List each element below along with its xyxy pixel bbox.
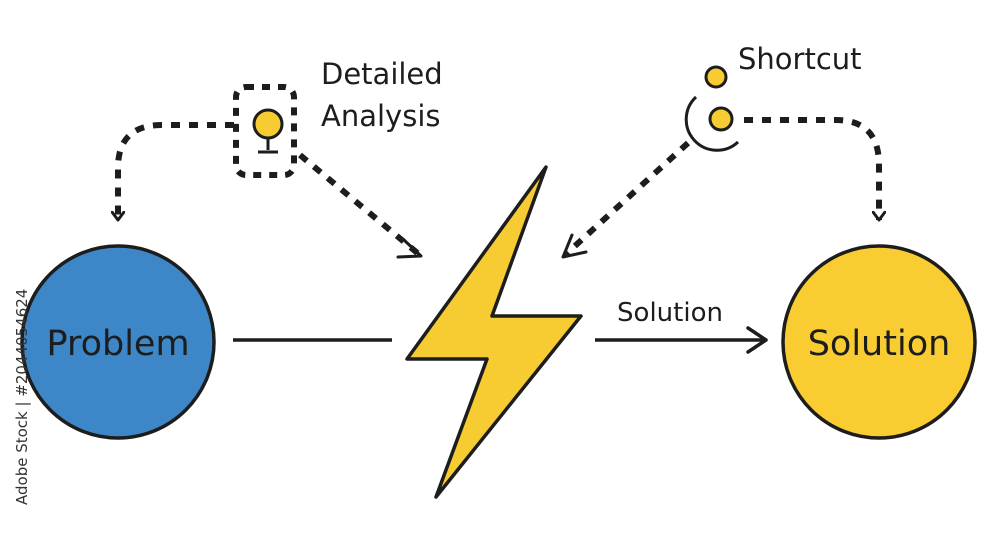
- shortcut-to-solution-path: [744, 117, 879, 220]
- side-watermark-text: Adobe Stock | #2044054624: [13, 289, 31, 505]
- analysis-to-bolt-path: [298, 152, 423, 259]
- analysis-label-line1: Detailed: [321, 57, 443, 91]
- problem-label: Problem: [46, 324, 189, 364]
- analysis-to-bolt-arrowhead: [396, 238, 423, 259]
- lightning-bolt-icon: [405, 165, 583, 499]
- analysis-to-problem-path: [118, 122, 234, 220]
- problem-node: Problem: [20, 244, 216, 440]
- solution-arrow-label: Solution: [617, 298, 723, 328]
- shortcut-label: Shortcut: [738, 42, 862, 76]
- analysis-label-line2: Analysis: [321, 99, 440, 133]
- solution-label: Solution: [808, 324, 951, 364]
- shortcut-icon: [684, 65, 740, 152]
- lightbulb-icon: [233, 84, 297, 178]
- solution-node: Solution: [781, 244, 977, 440]
- shortcut-to-bolt-arrowhead: [561, 233, 588, 259]
- shortcut-to-bolt-path: [562, 140, 691, 258]
